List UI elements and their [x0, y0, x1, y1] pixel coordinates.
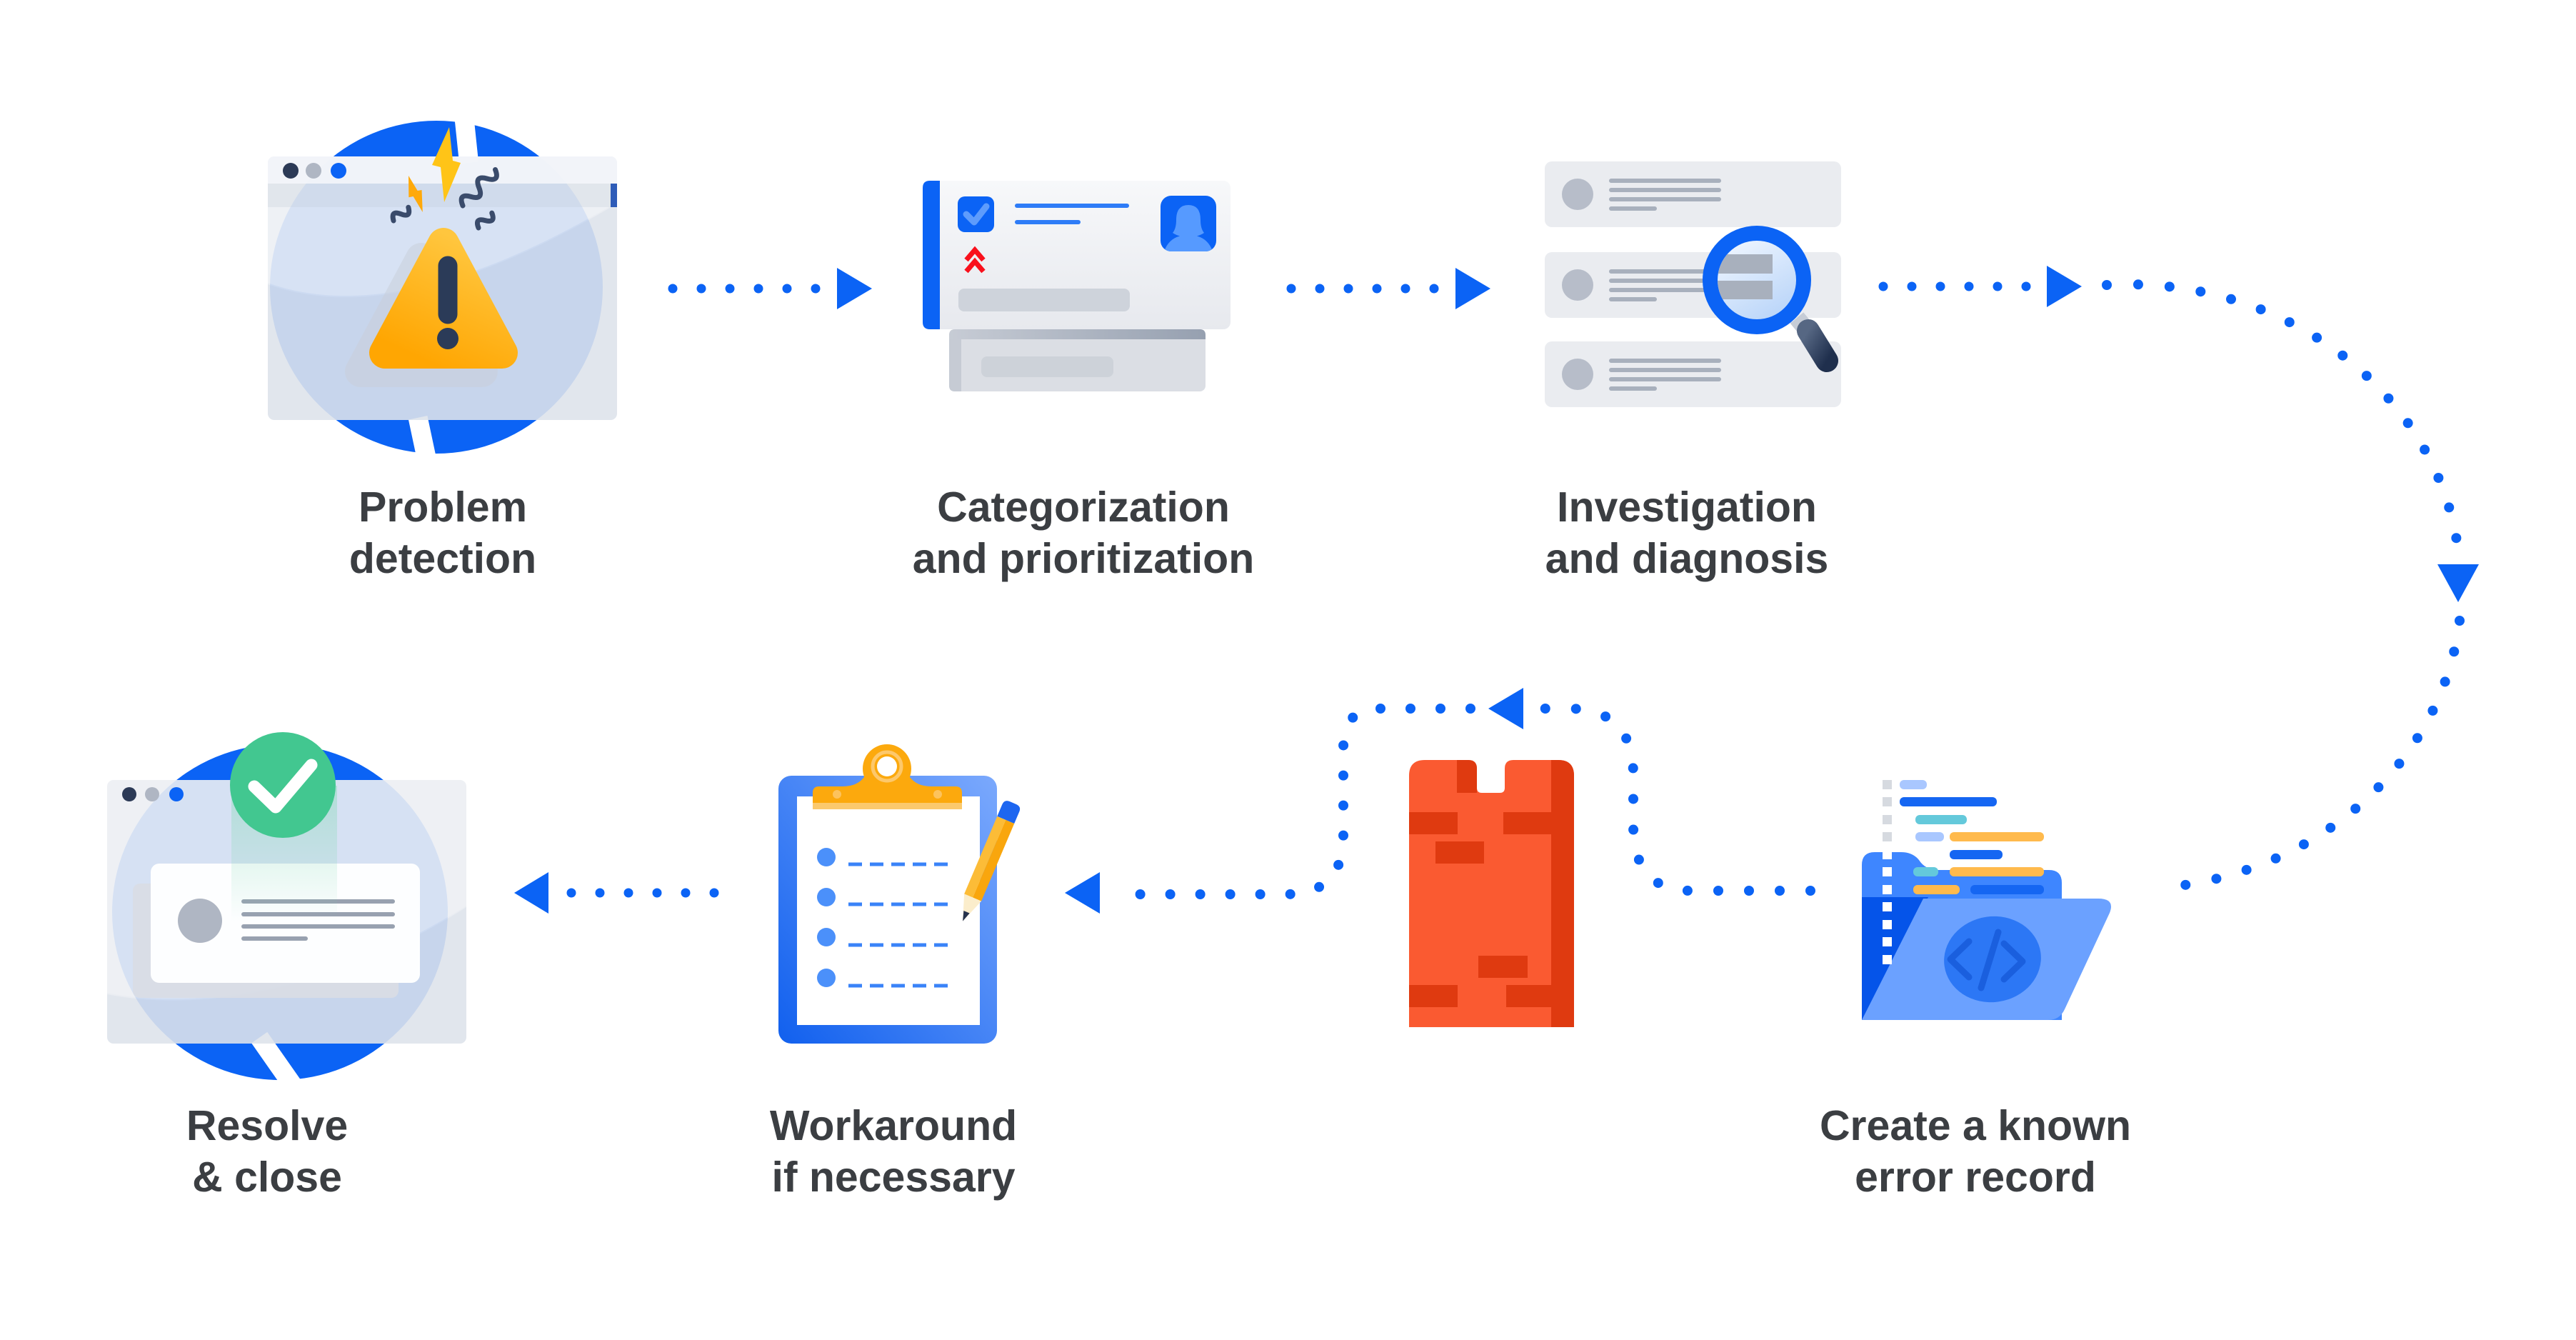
svg-text:Problem: Problem: [359, 484, 527, 531]
svg-text:error record: error record: [1855, 1154, 2096, 1201]
svg-text:if necessary: if necessary: [771, 1154, 1015, 1201]
svg-text:and prioritization: and prioritization: [913, 535, 1255, 582]
svg-text:Resolve: Resolve: [186, 1102, 348, 1149]
svg-text:Create a known: Create a known: [1820, 1102, 2131, 1149]
svg-text:Investigation: Investigation: [1557, 484, 1817, 531]
svg-text:& close: & close: [192, 1154, 342, 1201]
svg-text:Workaround: Workaround: [770, 1102, 1017, 1149]
svg-text:detection: detection: [349, 535, 536, 582]
svg-text:and diagnosis: and diagnosis: [1545, 535, 1829, 582]
svg-text:Categorization: Categorization: [937, 484, 1230, 531]
